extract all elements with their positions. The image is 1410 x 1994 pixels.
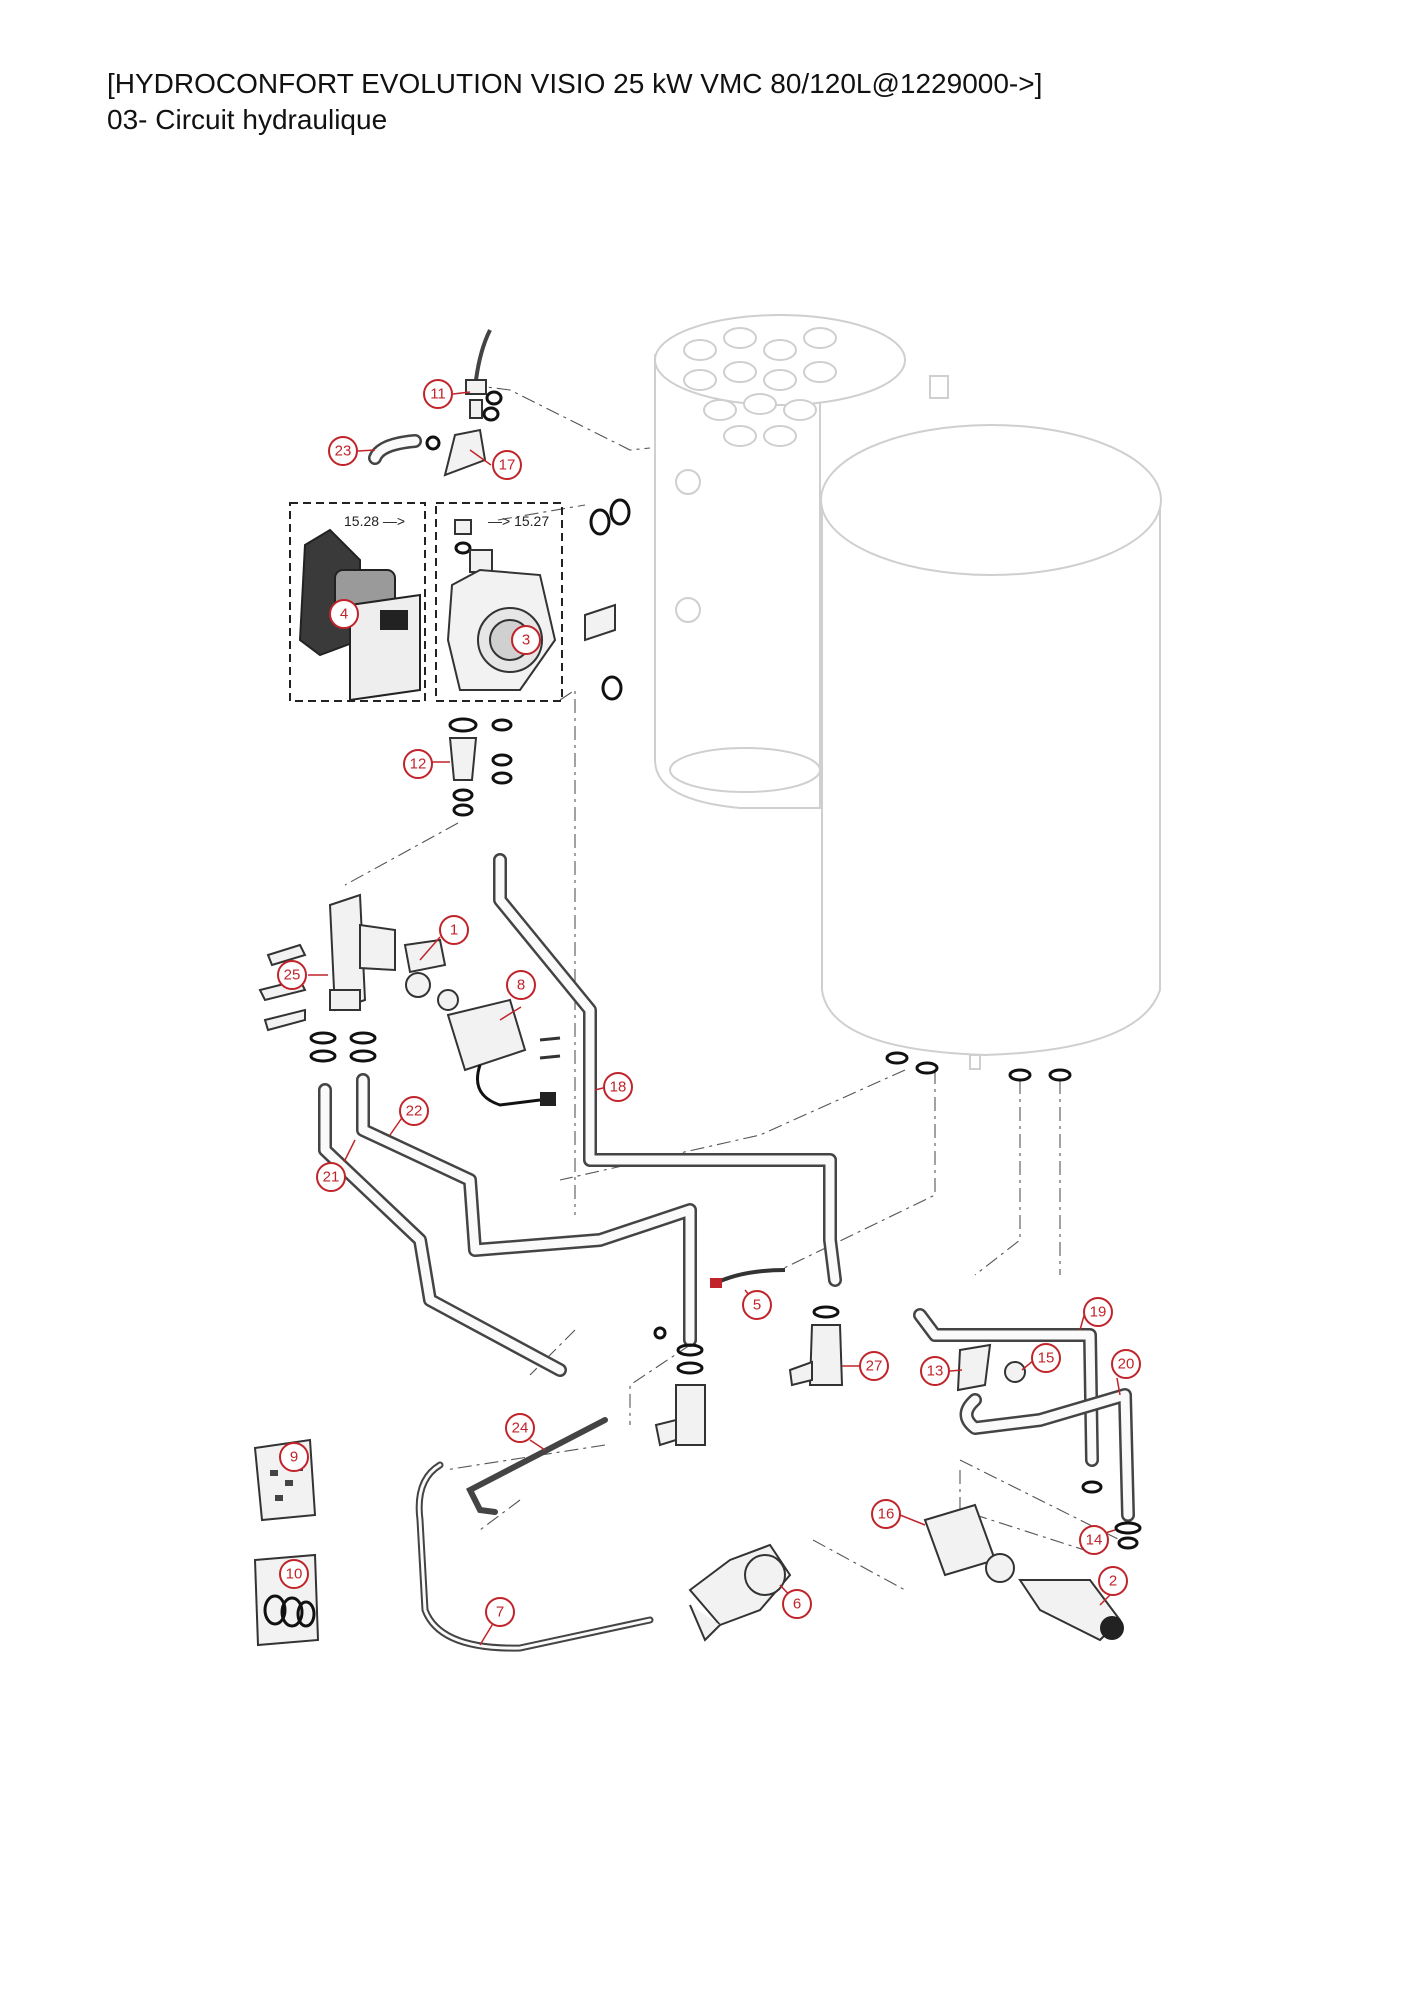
ref-label-15-28: 15.28 —> [344,513,405,529]
fitting-14 [1081,1480,1142,1550]
svg-text:24: 24 [512,1420,529,1437]
pipe-20 [959,1388,1135,1522]
callout-13[interactable]: 13 [920,1356,950,1386]
svg-text:6: 6 [793,1596,801,1613]
title-block: [HYDROCONFORT EVOLUTION VISIO 25 kW VMC … [107,66,1042,138]
hydraulic-block-25 [258,893,396,1032]
callout-18[interactable]: 18 [603,1072,633,1102]
svg-text:19: 19 [1090,1304,1107,1321]
pipe-19 [913,1308,1099,1467]
drain-valve-27 [788,1305,844,1387]
hose-7 [415,1461,654,1652]
callout-23[interactable]: 23 [328,436,358,466]
svg-text:20: 20 [1118,1356,1135,1373]
svg-text:25: 25 [284,967,301,984]
callout-1[interactable]: 1 [439,915,469,945]
pipe-21 [318,1083,567,1377]
valve-lower [653,1326,706,1447]
callout-25[interactable]: 25 [277,960,307,990]
svg-text:4: 4 [340,606,348,623]
callout-19[interactable]: 19 [1083,1297,1113,1327]
callout-10[interactable]: 10 [279,1559,309,1589]
svg-text:11: 11 [430,386,446,403]
svg-text:7: 7 [496,1604,504,1621]
ref-label-15-27: —> 15.27 [488,513,549,529]
callout-14[interactable]: 14 [1079,1525,1109,1555]
sensor-clip-5 [710,1268,786,1288]
callout-20[interactable]: 20 [1111,1349,1141,1379]
svg-text:2: 2 [1109,1573,1117,1590]
pipe-18 [493,853,842,1287]
callout-7[interactable]: 7 [485,1597,515,1627]
assembly-lines [344,384,1121,1591]
svg-text:18: 18 [610,1079,627,1096]
storage-tank-rear [654,314,949,809]
pipe-24 [465,1417,608,1515]
callout-16[interactable]: 16 [871,1499,901,1529]
svg-text:17: 17 [499,457,516,474]
o-rings-block [309,1031,1072,1082]
callout-24[interactable]: 24 [505,1413,535,1443]
svg-text:10: 10 [286,1566,303,1583]
pump-kit-box-4 [289,502,426,702]
pump-kit-box-3 [435,502,563,702]
circulator-pump-4 [298,528,421,702]
callout-17[interactable]: 17 [492,450,522,480]
air-vent-assembly [368,329,503,477]
motor-8 [446,998,561,1107]
sensor-1 [403,938,459,1011]
pipe-22 [356,1073,697,1347]
valve-16 [923,1503,1015,1583]
callout-3[interactable]: 3 [511,625,541,655]
callout-21[interactable]: 21 [316,1162,346,1192]
valve-2 [1018,1579,1124,1642]
o-rings-tank [589,498,631,701]
adapter-12 [448,717,513,817]
svg-text:21: 21 [323,1169,340,1186]
svg-text:14: 14 [1086,1532,1103,1549]
svg-text:1: 1 [450,922,458,939]
svg-text:5: 5 [753,1297,761,1314]
page-title: [HYDROCONFORT EVOLUTION VISIO 25 kW VMC … [107,68,1043,99]
circulator-pump-3 [446,519,616,691]
callout-11[interactable]: 11 [423,379,453,409]
callout-12[interactable]: 12 [403,749,433,779]
callout-22[interactable]: 22 [399,1096,429,1126]
callout-9[interactable]: 9 [279,1442,309,1472]
callout-5[interactable]: 5 [742,1290,772,1320]
svg-text:15: 15 [1038,1350,1055,1367]
svg-text:12: 12 [410,756,427,773]
valve-6 [688,1543,792,1642]
callout-4[interactable]: 4 [329,599,359,629]
svg-text:16: 16 [878,1506,895,1523]
svg-text:27: 27 [866,1358,883,1375]
svg-text:22: 22 [406,1103,423,1120]
svg-text:13: 13 [927,1363,944,1380]
page-subtitle: 03- Circuit hydraulique [107,104,388,135]
storage-tank-front [820,424,1162,1070]
callout-8[interactable]: 8 [506,970,536,1000]
svg-text:3: 3 [522,632,530,649]
callout-2[interactable]: 2 [1098,1566,1128,1596]
callout-6[interactable]: 6 [782,1589,812,1619]
svg-text:9: 9 [290,1449,298,1466]
svg-text:8: 8 [517,977,525,994]
callout-15[interactable]: 15 [1031,1343,1061,1373]
svg-text:23: 23 [335,443,352,460]
callout-27[interactable]: 27 [859,1351,889,1381]
tee-13 [956,1343,1026,1392]
